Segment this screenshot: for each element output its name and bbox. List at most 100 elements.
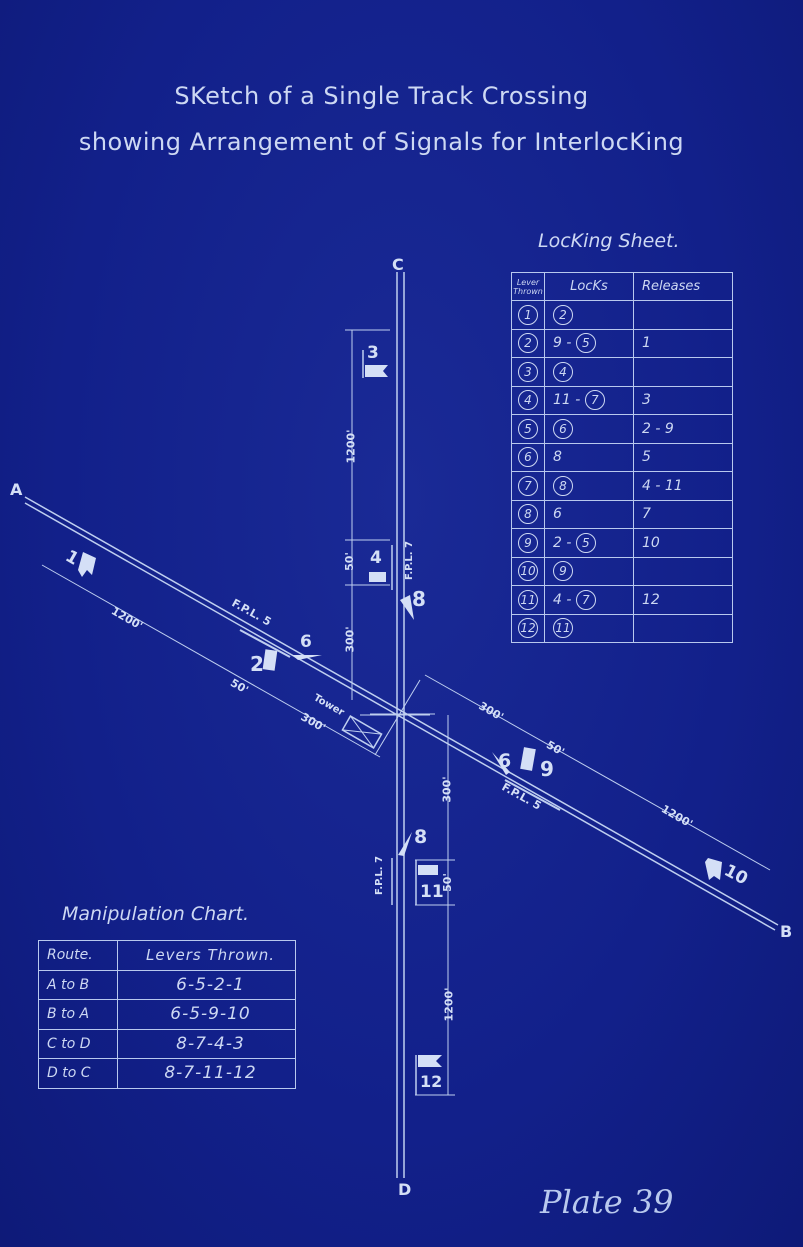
header-locks: LocKs — [544, 272, 634, 301]
releases-cell: 7 — [633, 499, 733, 529]
signal-2-blade-icon — [262, 649, 278, 671]
table-row: 10 9 — [511, 556, 733, 586]
releases-cell — [633, 613, 733, 643]
route-cell: B to A — [38, 999, 118, 1030]
signal-9-blade-icon — [520, 747, 536, 771]
lever-cell: 7 — [511, 471, 545, 501]
locks-cell: 11 - 7 — [544, 385, 634, 415]
signal-12-flag-icon — [418, 1055, 442, 1067]
signal-12-label: 12 — [420, 1072, 443, 1091]
dim-c-50: 50' — [342, 552, 356, 571]
track-label-a: A — [10, 480, 23, 499]
route-cell: D to C — [38, 1058, 118, 1089]
locks-cell: 9 — [544, 556, 634, 586]
levers-cell: 8-7-4-3 — [117, 1028, 296, 1059]
releases-cell: 4 - 11 — [633, 471, 733, 501]
releases-cell: 10 — [633, 528, 733, 558]
dimension-line — [41, 564, 381, 758]
releases-cell: 2 - 9 — [633, 414, 733, 444]
signal-6b-arm-icon — [492, 752, 510, 775]
locks-cell: 8 — [544, 471, 634, 501]
dim-d-50: 50' — [440, 873, 454, 892]
header-releases: Releases — [633, 272, 733, 301]
manipulation-chart-caption: Manipulation Chart. — [62, 903, 250, 925]
signal-2-label: 2 — [250, 652, 264, 676]
header-lever: Lever Thrown — [511, 272, 545, 301]
signal-8b-arm-icon — [398, 832, 412, 856]
levers-cell: 6-5-2-1 — [117, 969, 296, 1000]
tower-icon — [341, 715, 383, 749]
levers-cell: 6-5-9-10 — [117, 999, 296, 1030]
signal-10-flag-icon — [705, 858, 722, 880]
lever-cell: 3 — [511, 357, 545, 387]
lever-cell: 11 — [511, 585, 545, 615]
dim-c-1200: 1200' — [344, 429, 358, 464]
signal-9-label: 9 — [540, 757, 554, 781]
releases-cell — [633, 300, 733, 330]
track-label-b: B — [780, 922, 793, 941]
table-header-row: Route. Levers Thrown. — [38, 940, 296, 971]
signal-3-flag-icon — [365, 365, 388, 377]
lever-cell: 6 — [511, 442, 545, 472]
track-label-c: C — [392, 255, 404, 274]
lever-cell: 1 — [511, 300, 545, 330]
signal-3-label: 3 — [367, 343, 379, 363]
fpl7-upper-label: F.P.L. 7 — [404, 540, 416, 581]
lever-cell: 4 — [511, 385, 545, 415]
signal-1-flag-icon — [78, 552, 96, 577]
table-row: 12 11 — [511, 613, 733, 643]
table-header-row: Lever Thrown LocKs Releases — [511, 272, 733, 301]
releases-cell: 5 — [633, 442, 733, 472]
signal-6-arm-icon — [292, 655, 322, 660]
signal-8-label: 8 — [412, 587, 426, 611]
locks-cell: 4 - 7 — [544, 585, 634, 615]
signal-6-label: 6 — [300, 632, 312, 652]
locking-sheet-caption: LocKing Sheet. — [538, 230, 680, 252]
title-line-2: showing Arrangement of Signals for Inter… — [78, 128, 685, 156]
lever-cell: 12 — [511, 613, 545, 643]
table-row: 3 4 — [511, 357, 733, 387]
signal-8b-label: 8 — [414, 826, 428, 848]
header-levers: Levers Thrown. — [117, 940, 296, 971]
fpl7-lower-label: F.P.L. 7 — [374, 855, 386, 896]
signal-6b-label: 6 — [498, 750, 512, 772]
locks-cell: 6 — [544, 414, 634, 444]
track-label-d: D — [398, 1180, 412, 1199]
lever-cell: 8 — [511, 499, 545, 529]
dim-d-1200: 1200' — [442, 987, 456, 1022]
route-cell: C to D — [38, 1028, 118, 1059]
plate-number: Plate 39 — [540, 1183, 674, 1221]
locks-cell: 2 - 5 — [544, 528, 634, 558]
releases-cell: 1 — [633, 328, 733, 358]
releases-cell — [633, 556, 733, 586]
lever-cell: 9 — [511, 528, 545, 558]
signal-4-label: 4 — [370, 548, 382, 568]
signal-11-label: 11 — [420, 882, 444, 902]
releases-cell: 3 — [633, 385, 733, 415]
lever-cell: 5 — [511, 414, 545, 444]
locks-cell: 6 — [544, 499, 634, 529]
dim-d-300: 300' — [440, 776, 454, 803]
lever-cell: 2 — [511, 328, 545, 358]
track-ab-rail — [24, 502, 776, 931]
locks-cell: 11 — [544, 613, 634, 643]
locks-cell: 2 — [544, 300, 634, 330]
signal-11-blade-icon — [418, 865, 438, 875]
route-cell: A to B — [38, 969, 118, 1000]
table-row: 1 2 — [511, 300, 733, 330]
locks-cell: 9 - 5 — [544, 328, 634, 358]
releases-cell: 12 — [633, 585, 733, 615]
